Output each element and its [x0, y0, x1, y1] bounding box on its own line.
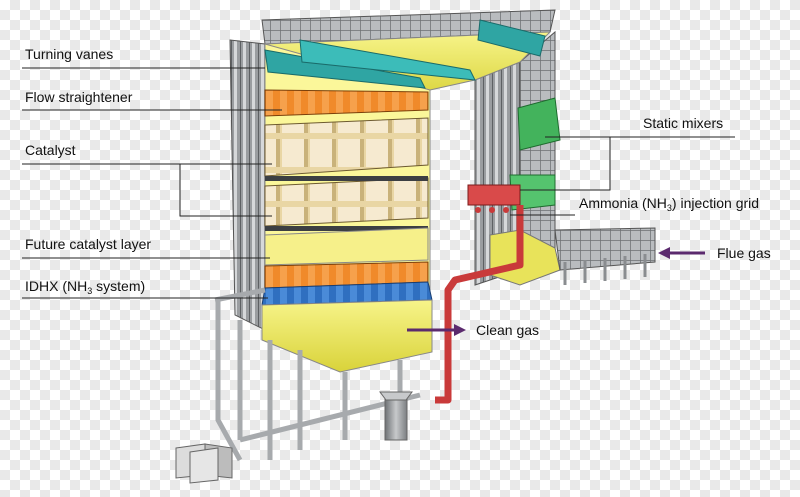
leader-static-mixers — [520, 136, 735, 191]
scr-flow-straightener — [264, 89, 429, 117]
scr-turning-vanes — [264, 19, 546, 89]
arrow-flue-gas — [658, 247, 705, 259]
label-clean-gas: Clean gas — [476, 322, 540, 338]
scr-base-boxes — [175, 443, 233, 484]
scr-inlet-duct — [474, 30, 561, 286]
scr-future-layer — [264, 227, 429, 266]
scr-catalyst-layers — [264, 117, 429, 231]
arrow-clean-gas — [407, 324, 466, 336]
scr-outlet-hopper — [261, 299, 433, 373]
label-idhx-sub: 3 — [87, 286, 93, 296]
label-idhx: IDHX (NH3 system) — [25, 278, 146, 296]
scr-ammonia-pipe — [435, 205, 524, 404]
label-flue-gas: Flue gas — [717, 245, 771, 261]
label-future-catalyst-layer: Future catalyst layer — [25, 236, 152, 252]
label-flow-straightener: Flow straightener — [25, 89, 133, 105]
scr-ammonia-grid — [467, 184, 521, 213]
scr-flue-inlet — [554, 227, 656, 285]
label-idhx-post: system) — [92, 278, 146, 294]
label-static-mixers: Static mixers — [643, 115, 724, 131]
label-catalyst: Catalyst — [25, 142, 76, 158]
label-ammonia-sub: 3 — [666, 203, 672, 213]
leader-catalyst — [22, 163, 272, 217]
label-idhx-pre: IDHX (NH — [25, 278, 88, 294]
label-ammonia-grid: Ammonia (NH3) injection grid — [579, 195, 760, 213]
label-turning-vanes: Turning vanes — [25, 46, 114, 62]
scr-ash-hopper — [379, 391, 413, 441]
label-ammonia-pre: Ammonia (NH — [579, 195, 667, 211]
label-ammonia-post: ) injection grid — [671, 195, 760, 211]
